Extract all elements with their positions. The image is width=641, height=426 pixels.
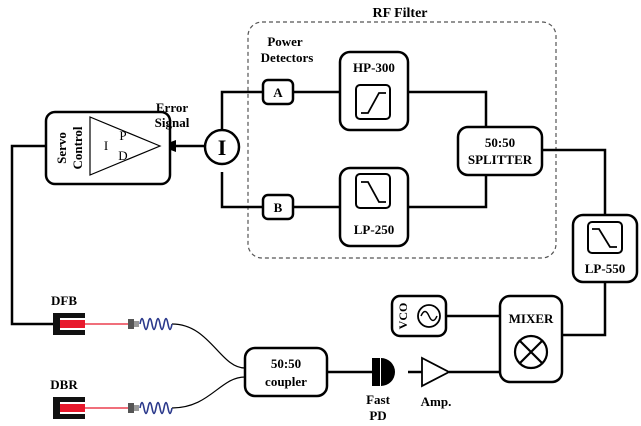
dfb-laser (53, 313, 173, 335)
power-detector-b: B (261, 193, 295, 221)
splitter-line1: 50:50 (485, 135, 515, 150)
rf-filter-enclosure (247, 21, 557, 259)
mixer-label: MIXER (509, 311, 554, 326)
lp-550-label: LP-550 (585, 261, 625, 276)
power-detector-a-label: A (273, 85, 283, 100)
pd-label-line1: Fast (366, 392, 391, 407)
fiber-coil (139, 401, 173, 415)
splitter-block: 50:50 SPLITTER (456, 125, 544, 177)
fiber-connector (128, 319, 134, 329)
dfb-label: DFB (51, 293, 77, 308)
pd-label-line2: PD (369, 408, 386, 423)
fast-photodiode: Fast PD (366, 358, 395, 423)
servo-label-line1: Servo (54, 132, 69, 164)
coupler-line2: coupler (265, 374, 307, 389)
subtractor-symbol: I (218, 135, 227, 160)
servo-control-block: Servo Control P I D (44, 110, 172, 186)
lp-550-filter: LP-550 (571, 213, 639, 284)
coupler-line1: 50:50 (271, 356, 301, 371)
power-detectors-line1: Power (267, 34, 303, 49)
splitter-line2: SPLITTER (468, 152, 533, 167)
fiber-coil (139, 317, 173, 331)
power-detectors-line2: Detectors (261, 50, 314, 65)
pid-i: I (104, 138, 108, 153)
connection-wires (10, 90, 607, 374)
pid-triangle (89, 116, 162, 176)
vco-label: VCO (396, 303, 410, 330)
subtractor-node: I (203, 128, 241, 166)
hp-300-label: HP-300 (353, 60, 395, 75)
mixer-block: MIXER (498, 294, 564, 384)
coupler-block: 50:50 coupler (243, 346, 329, 398)
amplifier-label: Amp. (421, 394, 452, 409)
pid-d: D (118, 148, 127, 163)
fiber-connector (128, 403, 134, 413)
dbr-laser (53, 397, 173, 419)
hp-300-filter: HP-300 (338, 50, 410, 132)
error-signal-line2: Signal (155, 115, 190, 130)
rf-filter-title: RF Filter (372, 6, 427, 21)
amplifier: Amp. (421, 356, 452, 409)
fiber-paths (171, 323, 246, 409)
power-detector-a: A (261, 78, 295, 106)
vco-block: VCO (390, 294, 448, 338)
lp-250-label: LP-250 (354, 222, 394, 237)
lp-250-filter: LP-250 (338, 166, 410, 248)
servo-label-line2: Control (70, 126, 85, 169)
power-detector-b-label: B (274, 200, 283, 215)
pid-p: P (119, 128, 126, 143)
dbr-label: DBR (50, 377, 78, 392)
error-signal-line1: Error (156, 100, 188, 115)
